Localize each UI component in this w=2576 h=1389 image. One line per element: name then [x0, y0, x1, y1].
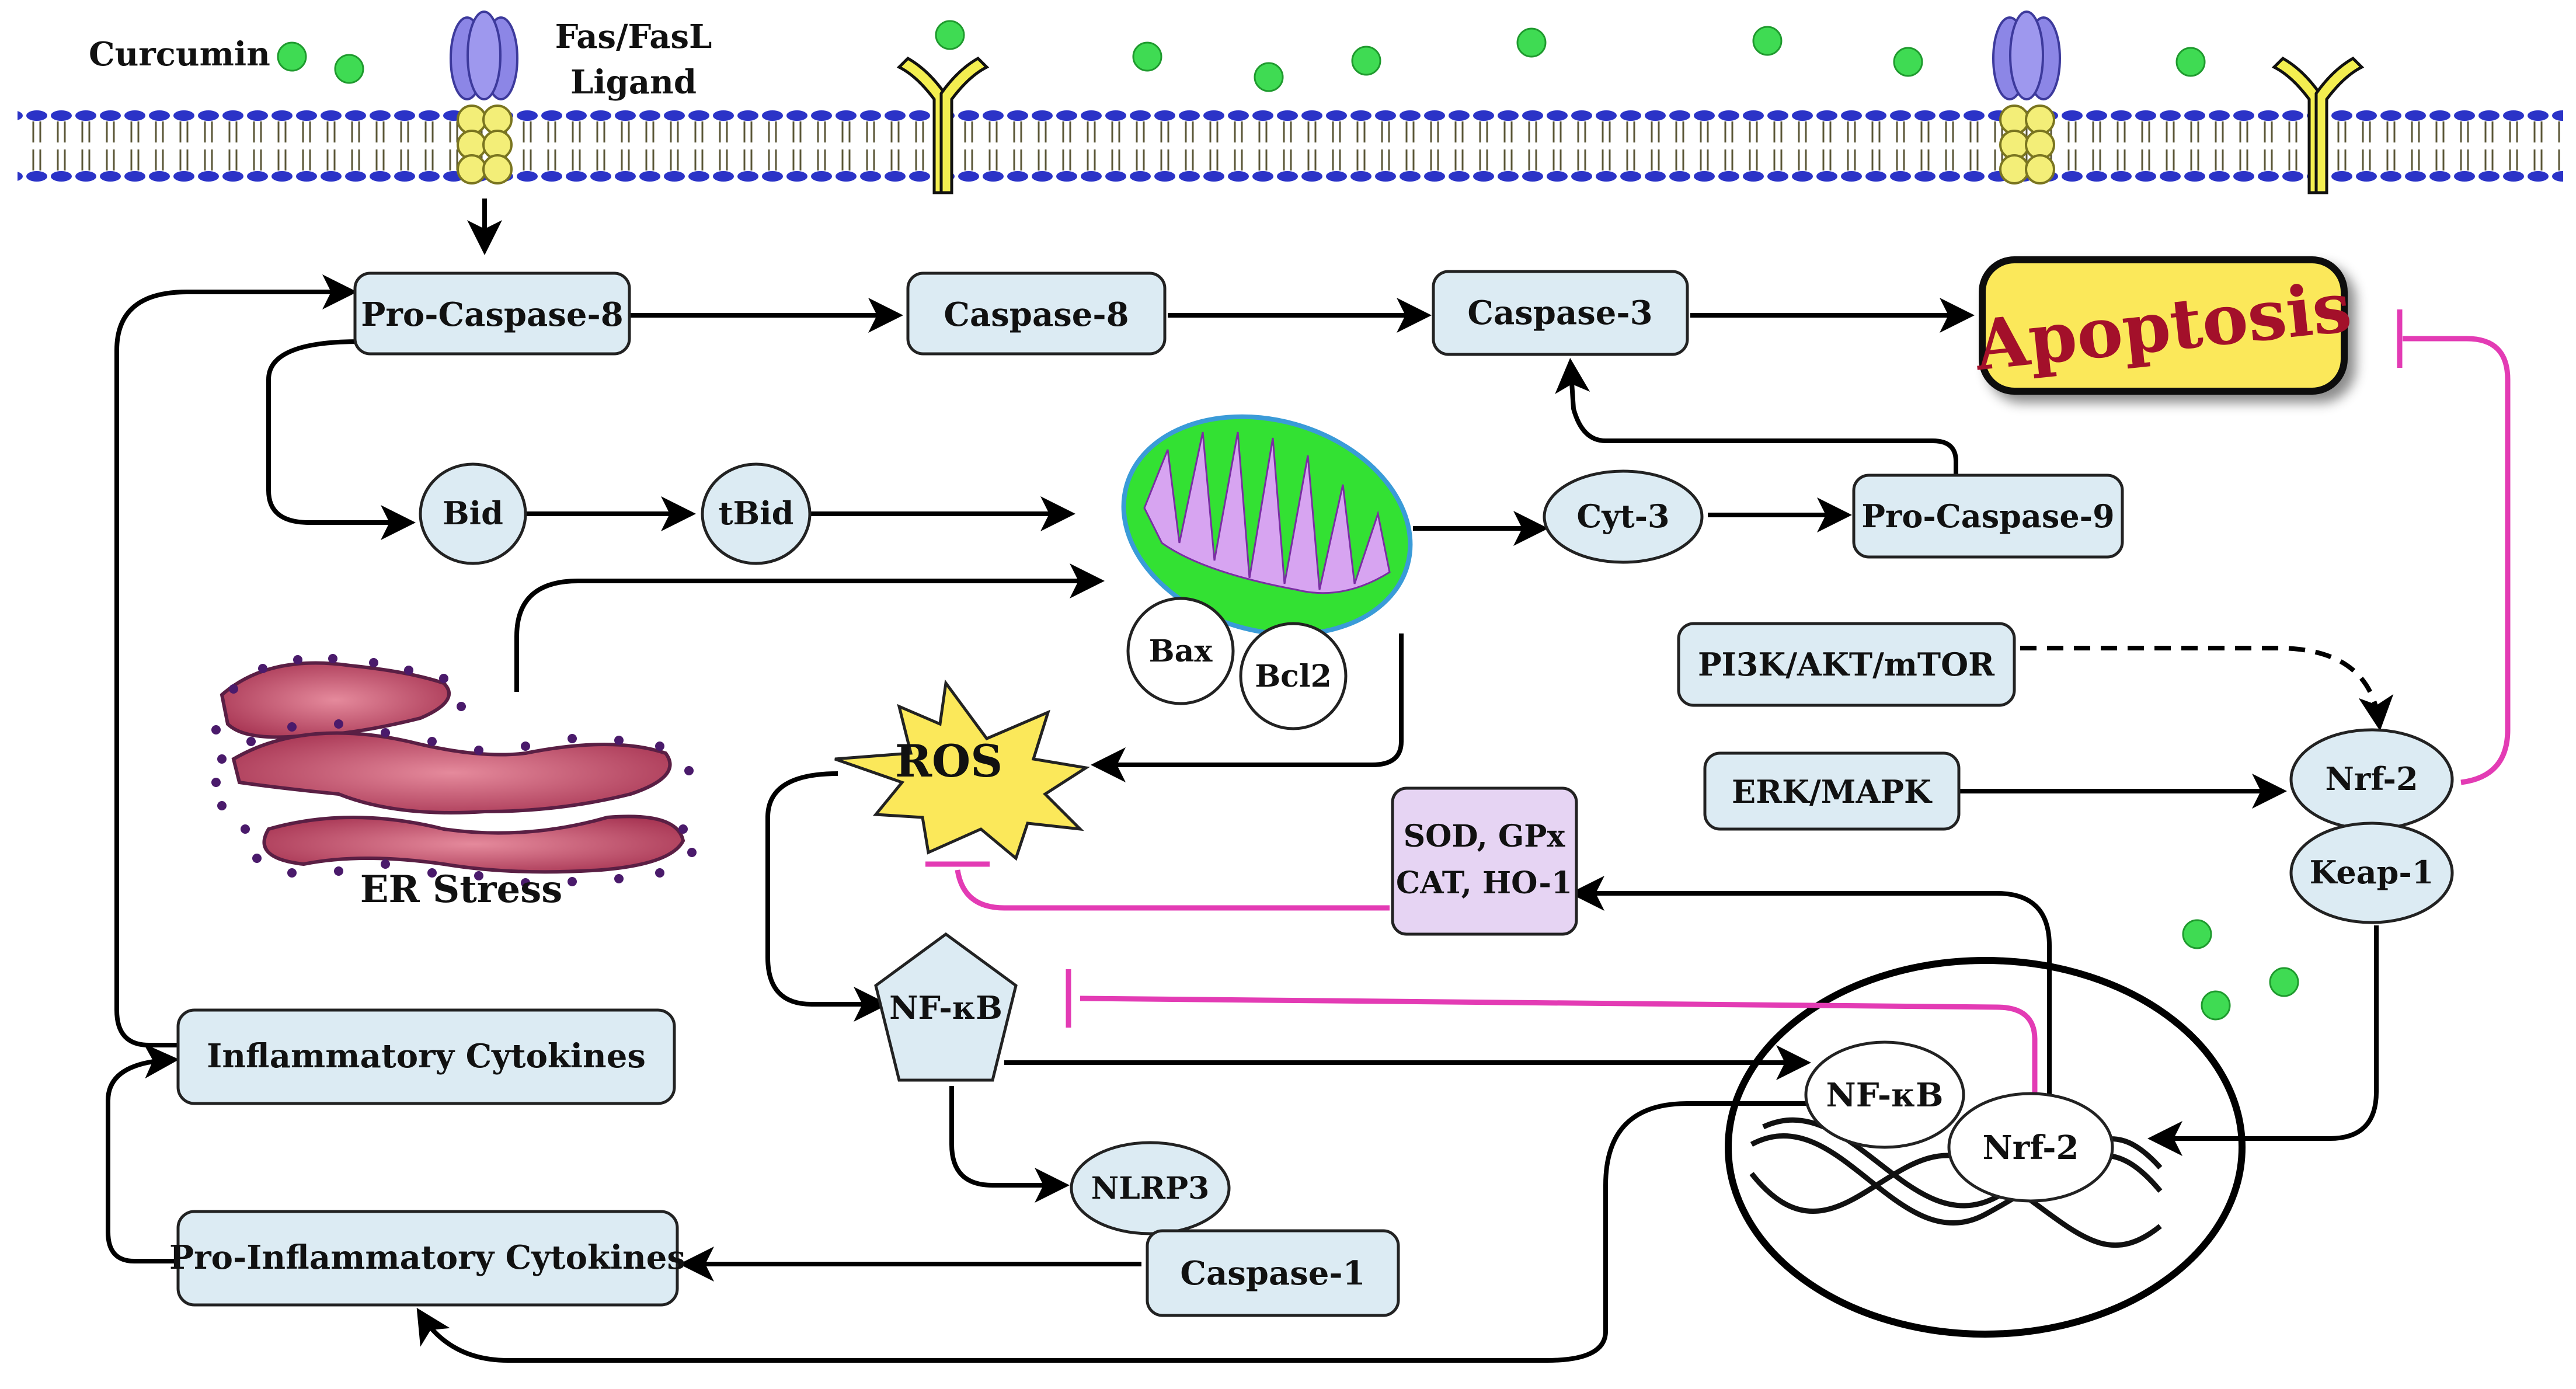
- node-caspase-8: Caspase-8: [906, 271, 1167, 356]
- bid-label: Bid: [443, 495, 503, 532]
- curcumin-dot: [2269, 967, 2299, 997]
- node-nfkb-nucleus: NF-κB: [1804, 1040, 1965, 1149]
- pro-caspase-8-label: Pro-Caspase-8: [361, 295, 623, 334]
- curcumin-dot: [1516, 27, 1547, 58]
- node-pro-caspase-8: Pro-Caspase-8: [353, 271, 631, 356]
- node-caspase-3: Caspase-3: [1432, 270, 1689, 356]
- inhibition-lines: [925, 309, 2511, 1103]
- er-stress-organelle: [211, 654, 697, 887]
- node-bcl2: Bcl2: [1239, 622, 1348, 730]
- node-bax: Bax: [1126, 597, 1235, 705]
- curcumin-dot: [2201, 990, 2231, 1021]
- sod-label-line1: SOD, GPx: [1404, 819, 1566, 854]
- tbid-label: tBid: [719, 495, 794, 532]
- curcumin-molecules: [277, 20, 2299, 1021]
- bcl2-label: Bcl2: [1255, 659, 1332, 694]
- curcumin-dot: [1752, 26, 1783, 56]
- node-erk: ERK/MAPK: [1703, 751, 1961, 831]
- curcumin-dot: [1893, 47, 1923, 77]
- node-bid: Bid: [419, 462, 527, 565]
- curcumin-dot: [1351, 46, 1381, 76]
- pi3k-label: PI3K/AKT/mTOR: [1698, 646, 1995, 683]
- nlrp3-label: NLRP3: [1091, 1171, 1210, 1206]
- cyt-3-label: Cyt-3: [1576, 497, 1669, 535]
- curcumin-dot: [334, 54, 364, 84]
- ros-label: ROS: [895, 735, 1002, 787]
- er-stress-label: ER Stress: [360, 868, 563, 911]
- nrf2-label: Nrf-2: [2325, 760, 2418, 798]
- node-pro-inflammatory-cytokines: Pro-Inflammatory Cytokines: [169, 1210, 685, 1307]
- inflammatory-label: Inflammatory Cytokines: [207, 1037, 646, 1075]
- caspase-3-label: Caspase-3: [1467, 294, 1652, 332]
- node-pi3k: PI3K/AKT/mTOR: [1677, 622, 2016, 707]
- channel-receptor-2: [2271, 56, 2365, 194]
- node-tbid: tBid: [701, 462, 812, 565]
- node-pro-caspase-9: Pro-Caspase-9: [1852, 474, 2124, 559]
- activation-arrows: [106, 199, 2394, 1363]
- nfkb-nucleus-label: NF-κB: [1826, 1076, 1944, 1115]
- node-caspase-1: Caspase-1: [1146, 1229, 1400, 1317]
- channel-receptor-1: [896, 56, 990, 194]
- sod-label-line2: CAT, HO-1: [1396, 865, 1572, 901]
- pro-caspase-9-label: Pro-Caspase-9: [1861, 497, 2114, 535]
- node-nrf2: Nrf-2: [2289, 728, 2454, 831]
- fas-receptor-left: [450, 11, 518, 184]
- curcumin-dot: [2182, 919, 2212, 949]
- curcumin-dot: [1254, 62, 1284, 92]
- curcumin-dot: [277, 41, 307, 72]
- node-apoptosis: Apoptosis: [1971, 256, 2355, 395]
- caspase-8-label: Caspase-8: [944, 295, 1129, 334]
- nrf2-nucleus-label: Nrf-2: [1983, 1129, 2079, 1167]
- curcumin-label: Curcumin: [89, 35, 270, 74]
- curcumin-dot: [935, 20, 965, 50]
- node-cyt-3: Cyt-3: [1543, 469, 1704, 564]
- fas-label-line2: Ligand: [570, 63, 697, 102]
- curcumin-dot: [1132, 41, 1162, 72]
- node-nlrp3: NLRP3: [1070, 1141, 1231, 1235]
- node-nrf2-nucleus: Nrf-2: [1947, 1092, 2114, 1203]
- node-inflammatory-cytokines: Inflammatory Cytokines: [176, 1008, 676, 1105]
- caspase-1-label: Caspase-1: [1180, 1254, 1365, 1293]
- bax-label: Bax: [1149, 633, 1213, 669]
- erk-label: ERK/MAPK: [1732, 773, 1933, 810]
- node-nfkb: NF-κB: [874, 932, 1018, 1082]
- node-sod-gpx-cat-ho1: SOD, GPx CAT, HO-1: [1391, 786, 1578, 936]
- node-ros: ROS: [834, 679, 1090, 861]
- fas-label-line1: Fas/FasL: [555, 18, 712, 56]
- cell-membrane: [18, 110, 2563, 182]
- mitochondrion: [1121, 414, 1413, 637]
- node-keap1: Keap-1: [2289, 821, 2454, 924]
- nfkb-label: NF-κB: [889, 989, 1002, 1026]
- curcumin-dot: [2175, 47, 2206, 77]
- fas-receptor-right: [1992, 11, 2061, 184]
- pro-inflammatory-label: Pro-Inflammatory Cytokines: [169, 1238, 685, 1277]
- keap1-label: Keap-1: [2310, 854, 2434, 891]
